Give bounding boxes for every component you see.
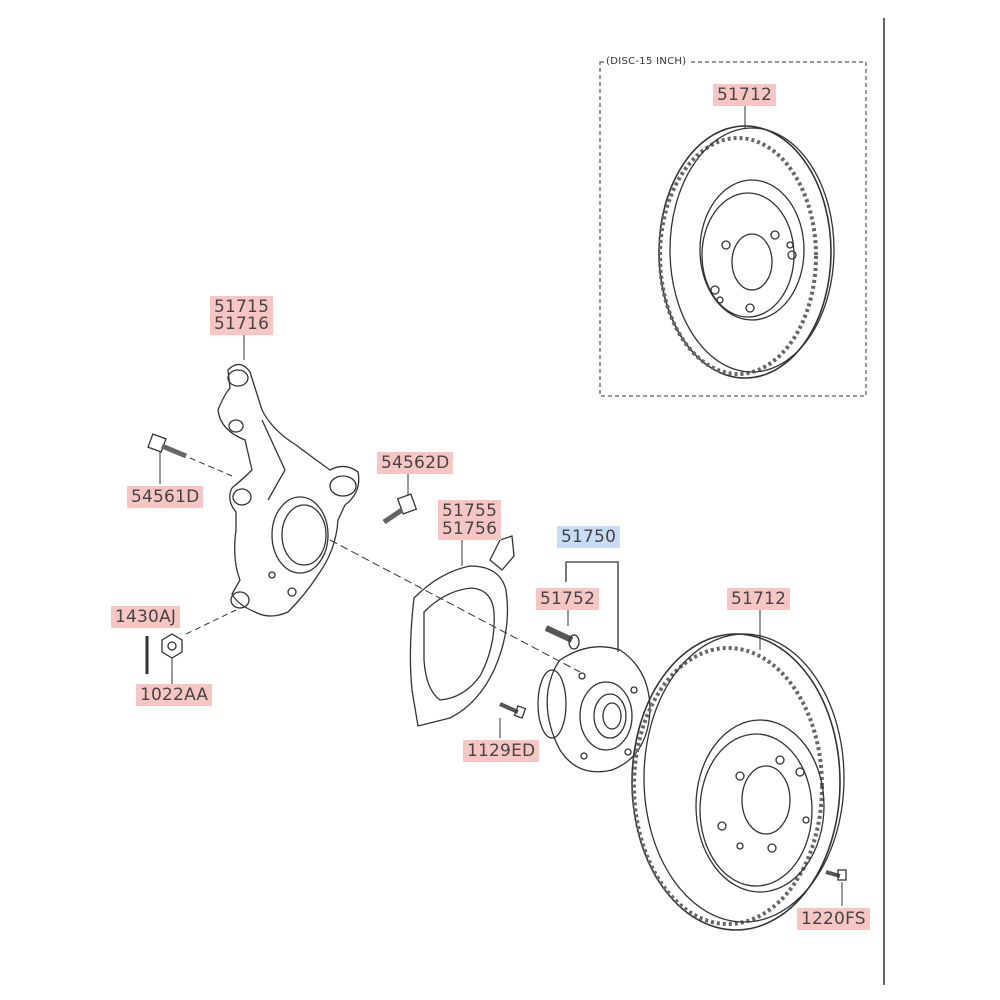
wheel-hub-drawing	[537, 561, 651, 773]
axis-line	[329, 539, 581, 673]
pin-and-nut-drawing	[145, 609, 237, 684]
callout-51750[interactable]: 51750	[557, 526, 621, 548]
callout-51712-top[interactable]: 51712	[713, 84, 777, 106]
dust-cover-drawing	[409, 535, 515, 727]
callout-51716[interactable]: 51716	[210, 313, 274, 335]
callout-1220FS[interactable]: 1220FS	[797, 908, 870, 930]
callout-51756[interactable]: 51756	[438, 518, 502, 540]
callout-54562D[interactable]: 54562D	[377, 452, 454, 474]
callout-51755[interactable]: 51755	[438, 500, 502, 522]
callout-54561D[interactable]: 54561D	[127, 486, 204, 508]
callout-51712-bottom[interactable]: 51712	[727, 588, 791, 610]
hub-bolt-drawing	[544, 610, 580, 650]
cover-screw-drawing	[499, 702, 527, 738]
callout-51715[interactable]: 51715	[210, 296, 274, 318]
brake-disc-bottom-drawing	[631, 610, 845, 931]
callout-1430AJ[interactable]: 1430AJ	[111, 606, 181, 628]
steering-knuckle-drawing	[217, 326, 360, 617]
brake-disc-top-drawing	[658, 104, 835, 379]
inset-box	[599, 61, 867, 397]
callout-1129ED[interactable]: 1129ED	[463, 740, 540, 762]
caliper-bolt-drawing	[382, 474, 418, 525]
callout-1022AA[interactable]: 1022AA	[136, 684, 213, 706]
callout-51752[interactable]: 51752	[536, 588, 600, 610]
disc-size-note: (DISC-15 INCH)	[604, 56, 689, 67]
disc-screw-drawing	[825, 869, 847, 906]
knuckle-bolt-drawing	[147, 433, 233, 484]
